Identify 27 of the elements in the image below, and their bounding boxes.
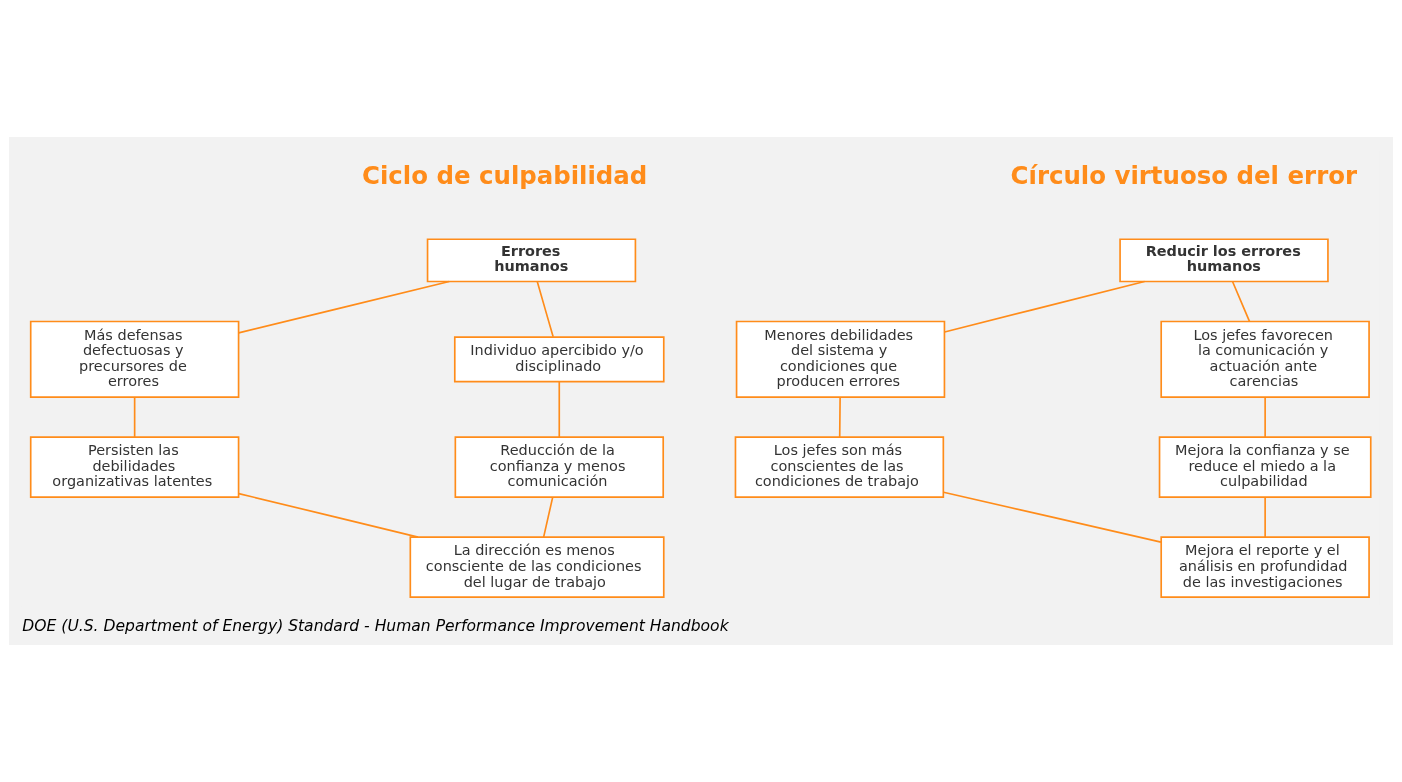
connector xyxy=(133,396,136,438)
node-box: Errores humanos xyxy=(426,238,637,283)
node-box: Mejora la confianza y se reduce el miedo a la culpabilidad xyxy=(1158,436,1372,498)
node-box: Los jefes son más conscientes de las condiciones de trabajo xyxy=(734,436,945,498)
label: Ciclo de culpabilidad xyxy=(361,161,648,191)
connector xyxy=(536,280,554,338)
node-box: Individuo apercibido y/o disciplinado xyxy=(453,336,665,383)
node-box: Reducir los errores humanos xyxy=(1119,238,1329,283)
connector xyxy=(1231,280,1251,323)
node-box: Menores debilidades del sistema y condiciones que producen errores xyxy=(735,320,946,398)
node-box: La dirección es menos consciente de las condiciones del lugar de trabajo xyxy=(409,536,665,599)
connector xyxy=(942,491,1162,543)
node-box: Persisten las debilidades organizativas latentes xyxy=(29,436,240,498)
connector xyxy=(542,496,554,538)
node-box: Mejora el reporte y el análisis en profundidad de las investigaciones xyxy=(1160,536,1370,599)
connector xyxy=(237,280,451,334)
connector xyxy=(1264,496,1266,538)
connector xyxy=(1264,396,1266,438)
node-box: Los jefes favorecen la comunicación y actuación ante carencias xyxy=(1160,320,1370,398)
node-box: Más defensas defectuosas y precursores de errores xyxy=(29,320,240,398)
connector xyxy=(838,396,841,438)
connector xyxy=(558,380,561,438)
connector xyxy=(237,492,419,538)
label: Círculo virtuoso del error xyxy=(1010,161,1358,191)
connector xyxy=(943,280,1146,333)
caption: DOE (U.S. Department of Energy) Standard - Human Performance Improvement Handbook xyxy=(22,616,729,635)
node-box: Reducción de la confianza y menos comunicación xyxy=(454,436,665,498)
